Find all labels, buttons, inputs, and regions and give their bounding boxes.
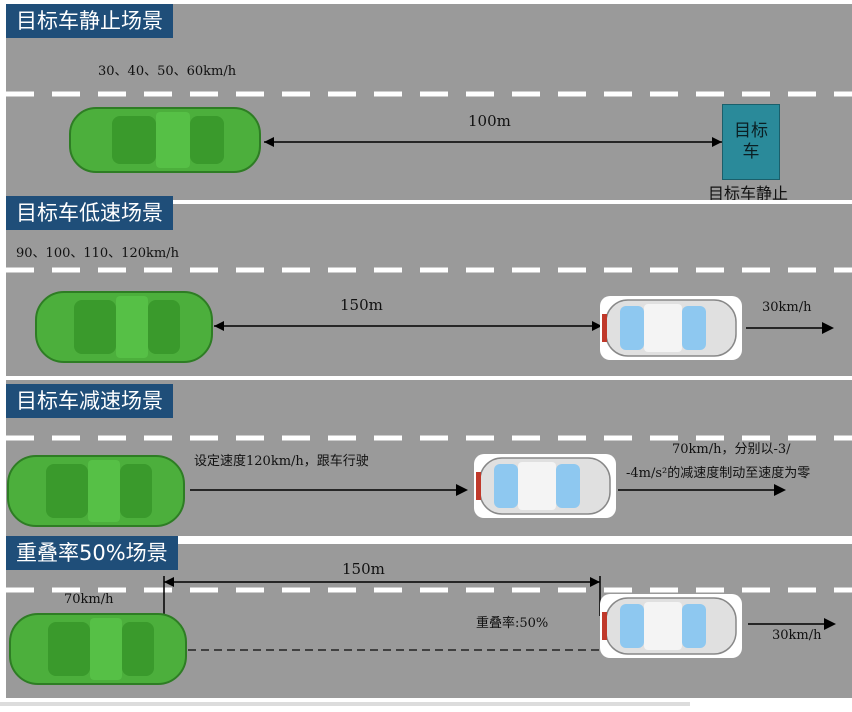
target-car [600,594,742,658]
target-speed-label: 30km/h [772,628,822,643]
scenario-title: 重叠率50%场景 [6,536,178,570]
scenario-title: 目标车低速场景 [6,196,173,230]
overlap-label: 重叠率:50% [476,616,549,631]
road-graphics-overlap [6,576,852,685]
speed-values: 90、100、110、120km/h [16,246,179,261]
ego-speed-label: 70km/h [64,592,114,607]
target-stationary-label: 目标车静止 [708,184,789,200]
target-car [474,454,616,518]
road-graphics-deceleration [6,435,852,527]
distance-label: 100m [468,112,511,130]
ego-car [69,107,261,173]
scenario-title: 目标车减速场景 [6,384,173,418]
speed-values: 30、40、50、60km/h [98,64,237,79]
ego-car [7,455,185,527]
road-graphics-stationary [6,91,852,173]
ego-car [9,613,187,685]
target-speed-label: 30km/h [762,300,812,315]
target-car [600,296,742,360]
scenario-title: 目标车静止场景 [6,4,173,38]
ego-car [35,291,213,363]
target-vehicle-box: 目标 车 [722,104,780,180]
distance-label: 150m [342,560,385,578]
bottom-edge-line [0,702,690,706]
follow-text: 设定速度120km/h，跟车行驶 [194,454,369,469]
decel-text-line2: -4m/s²的减速度制动至速度为零 [626,466,811,481]
distance-label: 150m [340,296,383,314]
road-panel-stationary: 30、40、50、60km/h 100m 目标 车 目标车静止 [6,4,852,200]
decel-text-line1: 70km/h，分别以-3/ [672,442,791,457]
road-panel-low-speed: 90、100、110、120km/h 150m 30km/h [6,204,852,376]
road-graphics-low-speed [6,267,852,363]
